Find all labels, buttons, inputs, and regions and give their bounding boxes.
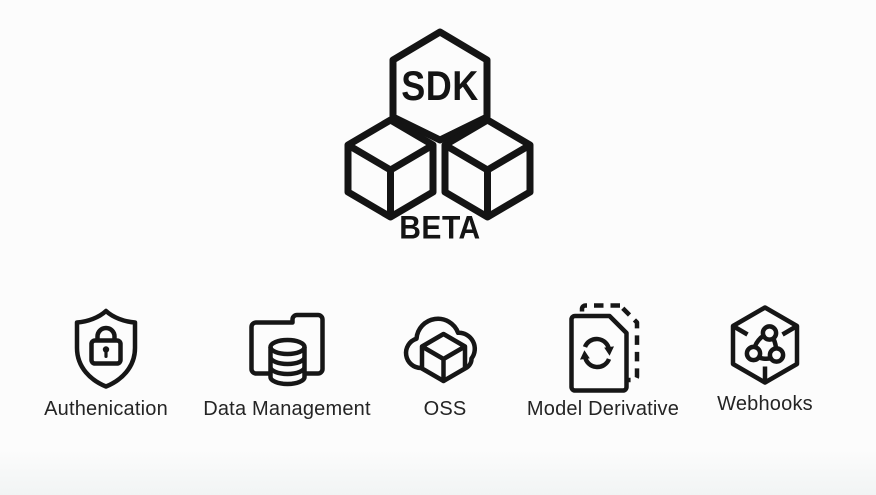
bottom-texture	[0, 449, 876, 495]
sdk-hexagon-cubes-graphic	[344, 28, 534, 221]
shield-lock-icon	[74, 308, 138, 389]
service-label-model-derivative: Model Derivative	[526, 398, 680, 420]
service-item-authenication: Authenication	[16, 300, 196, 432]
cube-nodes-icon	[730, 305, 800, 385]
service-item-data-management: Data Management	[197, 300, 377, 432]
service-label-webhooks: Webhooks	[717, 393, 813, 415]
cloud-cube-icon	[403, 316, 478, 384]
service-item-oss: OSS	[355, 300, 535, 432]
sdk-cube-left	[344, 116, 437, 221]
sdk-cube-right	[441, 116, 534, 221]
service-label-authenication: Authenication	[44, 398, 168, 420]
service-label-oss: OSS	[423, 398, 467, 420]
service-item-webhooks: Webhooks	[675, 300, 855, 432]
sdk-hexagon-outline	[389, 28, 491, 144]
sdk-logo	[344, 28, 534, 221]
folder-database-icon	[249, 312, 325, 387]
beta-label: BETA	[399, 210, 481, 247]
sdk-label: SDK	[401, 61, 479, 110]
document-refresh-icon	[569, 303, 640, 393]
service-item-model-derivative: Model Derivative	[513, 300, 693, 432]
service-label-data-management: Data Management	[203, 398, 371, 420]
